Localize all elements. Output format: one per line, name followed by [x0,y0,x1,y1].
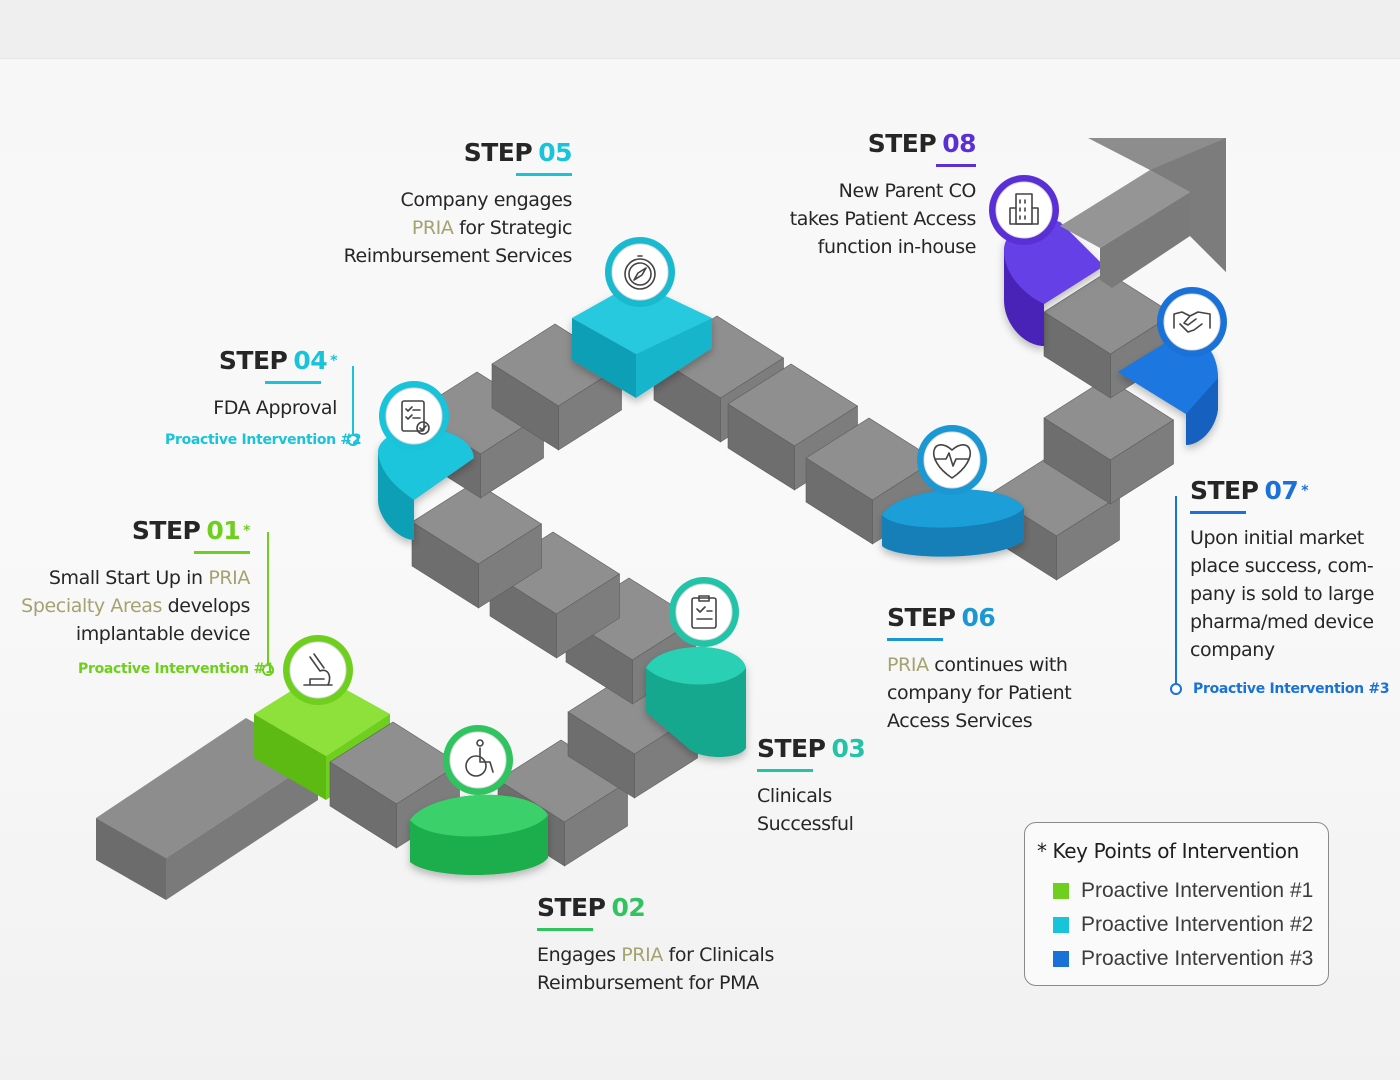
microscope-icon [283,635,353,705]
clipboard-icon [669,577,739,647]
step06-underline [887,638,943,641]
step04-underline [265,381,321,384]
legend-swatch-1 [1053,883,1069,899]
finish-arrow [1060,138,1226,288]
building-icon [989,175,1059,245]
step06-block [882,489,1024,557]
step03-underline [757,769,813,772]
step02-underline [537,928,593,931]
legend: * Key Points of Intervention Proactive I… [1024,822,1329,986]
legend-item-1: Proactive Intervention #1 [1053,879,1313,903]
top-band [0,0,1400,59]
legend-label-2: Proactive Intervention #2 [1081,913,1314,936]
legend-item-2: Proactive Intervention #2 [1053,913,1313,937]
legend-swatch-3 [1053,951,1069,967]
legend-label-3: Proactive Intervention #3 [1081,947,1314,970]
intervention-pointers [262,366,1182,695]
wheelchair-icon [443,725,513,795]
compass-icon [605,237,675,307]
legend-label-1: Proactive Intervention #1 [1081,879,1314,902]
handshake-icon [1157,287,1227,357]
checklist-icon [379,381,449,451]
heart-pulse-icon [917,425,987,495]
step04-description: FDA Approval [213,397,337,419]
step08-underline [936,164,976,167]
step07-underline [1190,511,1246,514]
gray-block-13 [1043,377,1175,505]
step05-underline [516,173,572,176]
gray-block-1 [329,721,461,849]
legend-swatch-2 [1053,917,1069,933]
step04-intervention: Proactive Intervention #2 [165,432,362,448]
step07-intervention: Proactive Intervention #3 [1193,681,1390,697]
gray-blocks [329,271,1175,867]
step03-block [646,647,746,757]
legend-item-3: Proactive Intervention #3 [1053,947,1313,971]
gray-block-6 [411,481,543,609]
gray-block-8 [491,323,623,451]
legend-title: * Key Points of Intervention [1037,839,1299,863]
step05-block [572,282,712,398]
step01-underline [194,551,250,554]
step01-intervention: Proactive Intervention #1 [78,661,275,677]
step02-block [410,794,548,876]
